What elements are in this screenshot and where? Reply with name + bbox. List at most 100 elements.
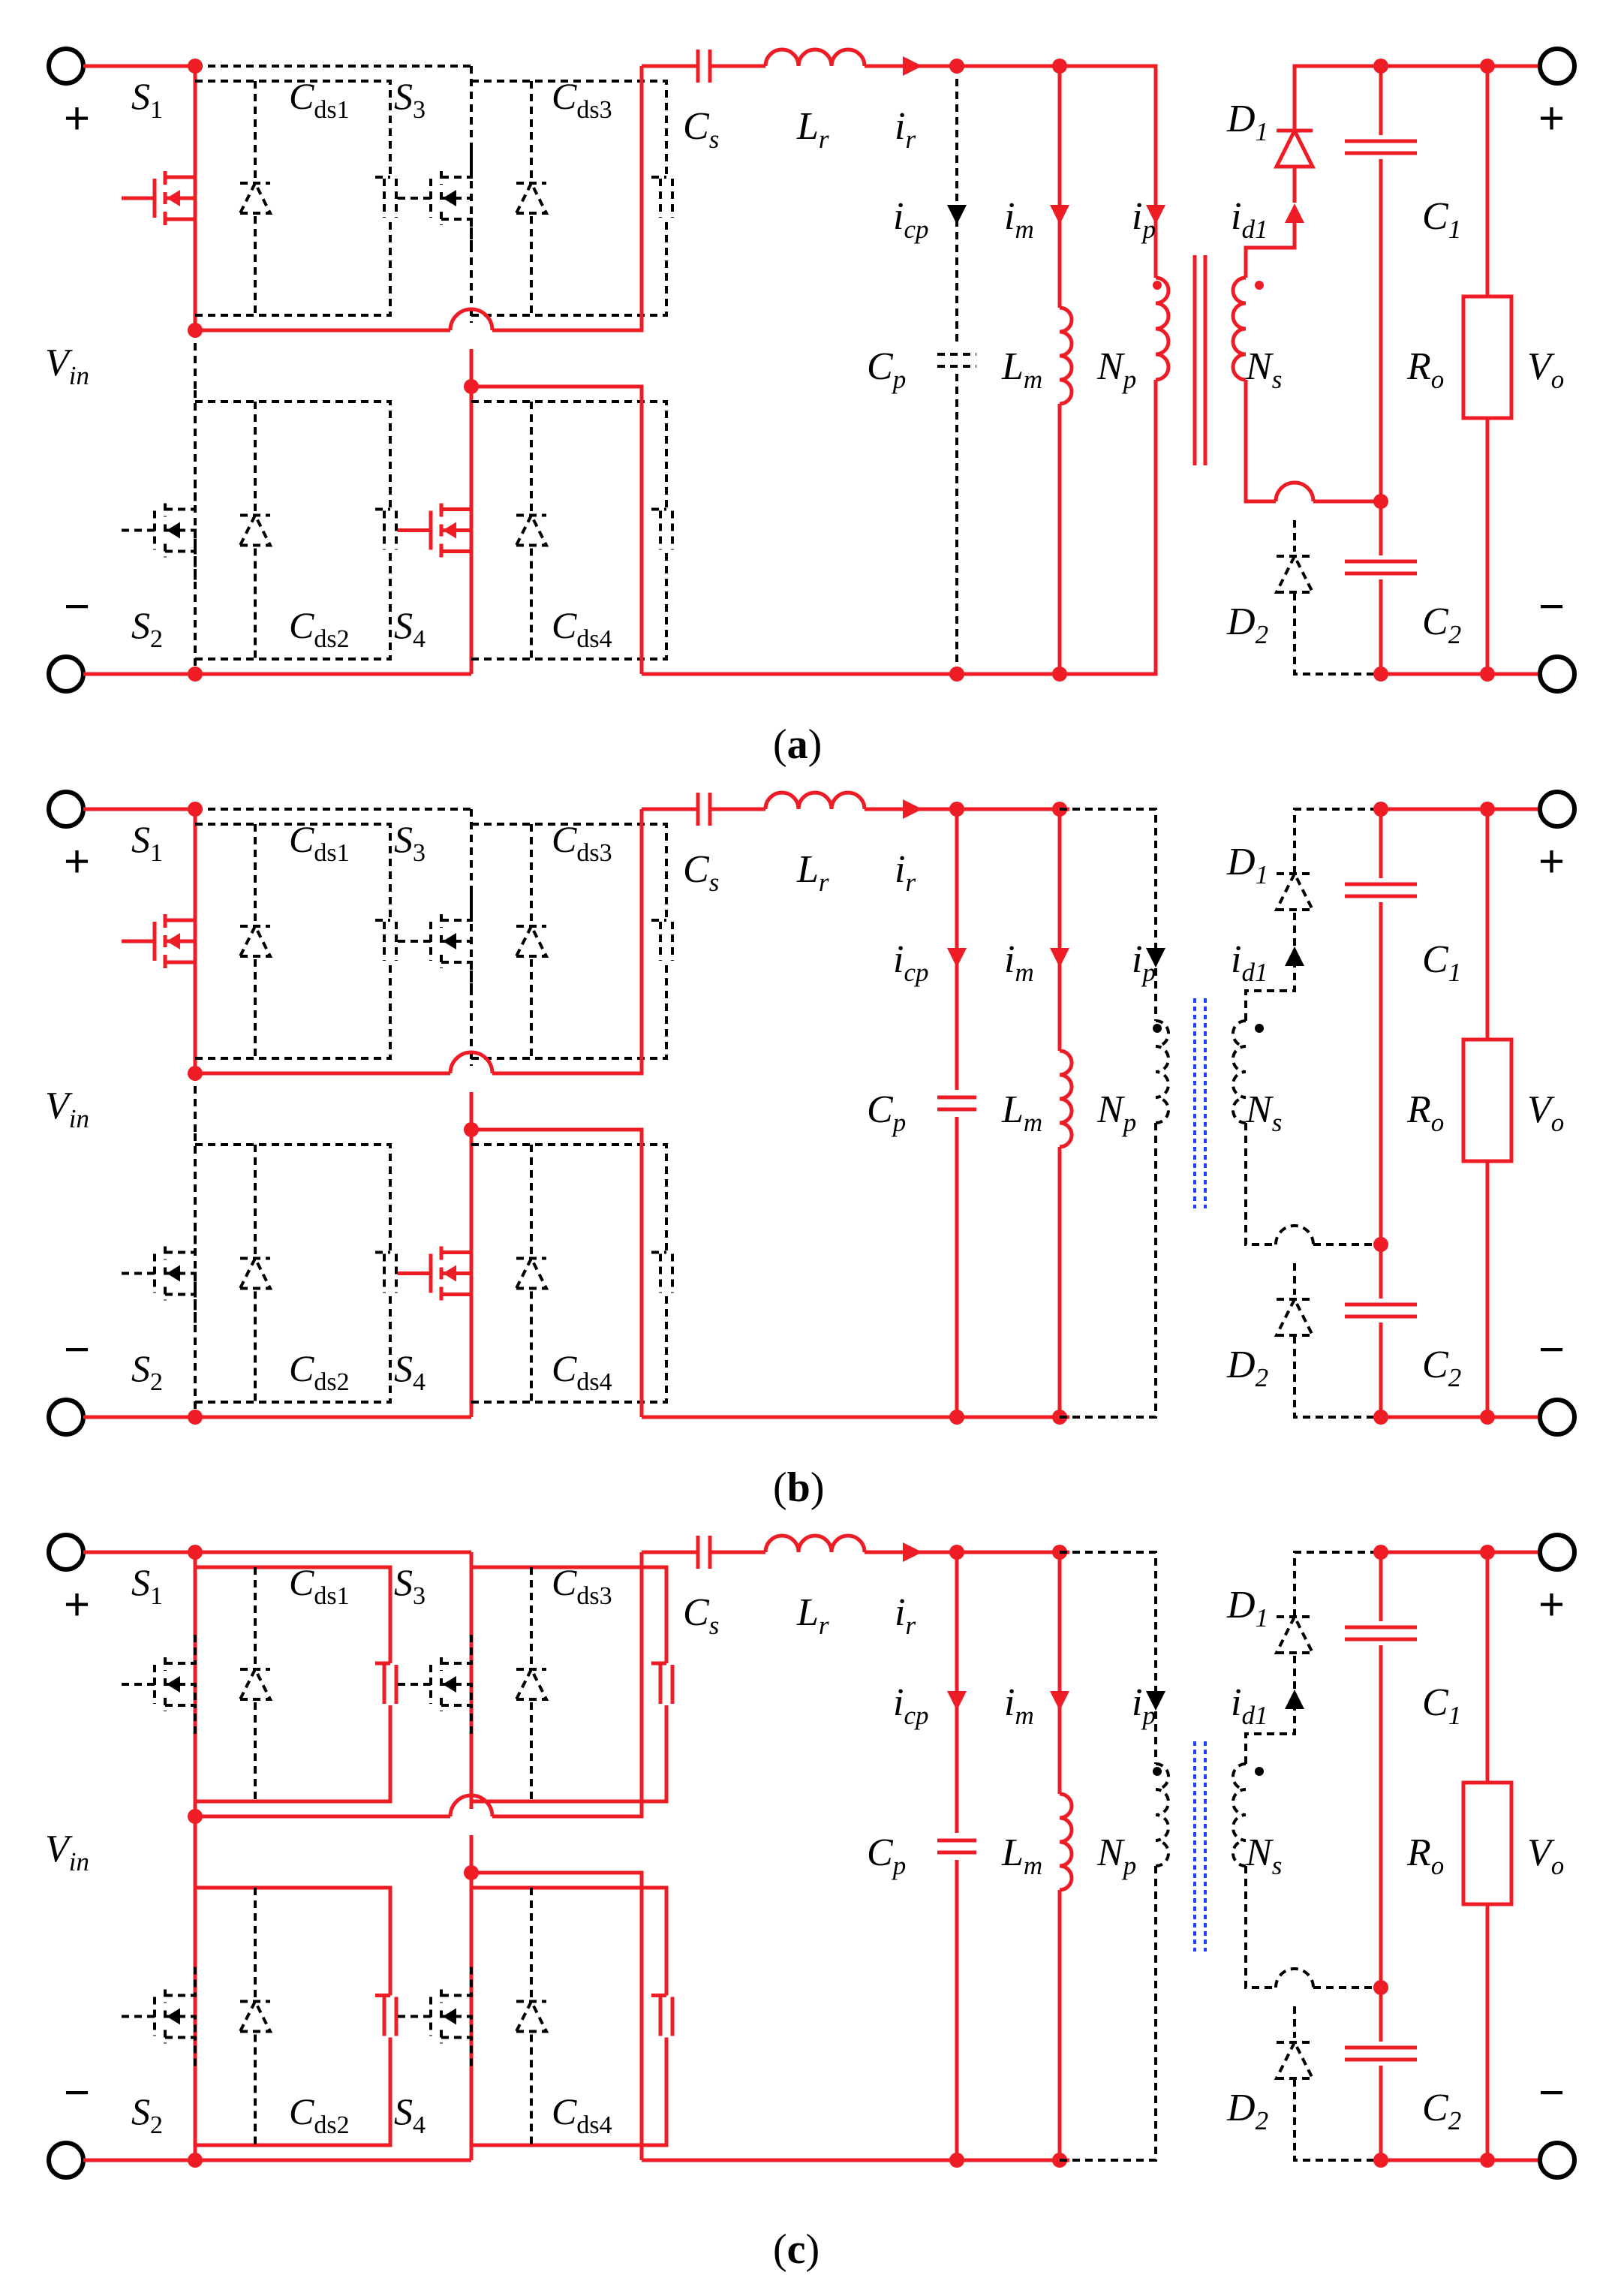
label-subscript: p [1121,1851,1137,1880]
d1-wire [1292,64,1381,131]
diode-body [513,512,549,547]
leg-b-to-tank [471,384,644,674]
d2-wire [1293,2079,1381,2162]
body-leg [441,1683,473,1705]
label-cds2: Cds2 [289,2090,350,2139]
primary-winding [1155,1762,1170,1867]
label-subscript: s [1272,1108,1283,1137]
diode-body [1274,2039,1316,2080]
label-s4: S4 [394,1347,426,1396]
switch-s1 [122,80,398,317]
cds-wire [195,400,392,510]
label-main: i [1132,938,1142,981]
junction-dot [949,667,964,682]
label-subscript: ds3 [576,1582,612,1610]
label-subscript: 2 [1256,1363,1269,1392]
label-cds1: Cds1 [289,75,350,124]
label-id1: id1 [1231,938,1268,987]
label-subscript: o [1551,365,1565,394]
label-main: i [895,1591,905,1634]
plus-sign: + [64,1579,90,1630]
label-subscript: r [905,125,916,154]
label-main: C [683,848,710,891]
body-leg [165,1683,197,1705]
label-main: L [1001,1831,1024,1874]
label-main: R [1406,345,1431,388]
drain-leg [165,479,197,511]
drain-leg [441,1965,473,1997]
junction-dot [188,802,203,817]
label-ro: Ro [1406,1831,1444,1880]
label-cds3: Cds3 [552,818,612,867]
terminal [1538,2141,1577,2180]
diode-body [1274,870,1316,911]
wire-crossover [448,1793,495,1817]
source-leg [165,960,197,992]
source-leg [165,1292,197,1325]
magnetizing-inductor [1059,1792,1074,1892]
diode-body [237,1666,273,1701]
label-main: S [131,1347,150,1389]
label-main: C [867,1088,894,1131]
caption-letter: a [787,721,808,768]
secondary-winding [1231,275,1247,382]
switch-s3 [398,823,674,1060]
label-icp: icp [893,938,929,987]
label-main: C [552,75,577,117]
label-subscript: 1 [1256,117,1269,146]
current-arrow [1285,203,1304,223]
switch-s1 [122,1565,398,1804]
series-inductor [763,790,867,810]
diode-body [237,1255,273,1290]
source-leg [441,218,473,249]
label-subscript: o [1431,1851,1445,1880]
body-arrow [167,933,180,949]
label-subscript: 2 [150,1368,163,1396]
secondary-winding [1232,1019,1247,1124]
label-main: i [893,1681,904,1724]
label-subscript: p [1121,1108,1137,1137]
plus-sign: + [1538,1579,1565,1630]
minus-sign: − [64,581,90,631]
label-main: C [289,1347,314,1389]
leg-a-to-tank [492,66,644,333]
label-s1: S1 [131,818,163,867]
label-subscript: r [905,1611,916,1640]
label-main: S [394,2090,413,2132]
label-id1: id1 [1231,195,1268,244]
label-main: C [683,105,710,148]
current-arrow [1146,1691,1165,1711]
switch-s1 [122,823,398,1060]
label-subscript: m [1024,1108,1042,1137]
label-subscript: p [1140,215,1156,244]
label-subscript: 2 [1256,620,1269,649]
junction-dot [188,1545,203,1560]
label-lm: Lm [1001,1831,1042,1880]
label-subscript: m [1024,365,1042,394]
label-main: i [1132,195,1142,238]
label-subscript: 2 [150,625,163,653]
label-vin: Vin [45,1085,89,1133]
label-main: i [895,848,905,891]
label-main: L [1001,1088,1024,1131]
body-arrow [443,1676,456,1693]
label-main: C [1422,1344,1449,1386]
label-d1: D1 [1226,98,1268,146]
label-main: L [796,105,819,148]
junction-dot [949,1410,964,1425]
label-subscript: ds2 [314,2111,349,2139]
cds-wire [471,2037,669,2147]
label-d1: D1 [1226,1584,1268,1633]
label-subscript: 1 [150,96,163,124]
label-subscript: in [69,361,89,390]
source-leg [441,2036,473,2068]
minus-sign: − [1538,1324,1565,1374]
label-subscript: ds3 [576,839,612,867]
body-leg [165,2015,197,2038]
primary-wire [1060,1123,1157,1419]
label-main: C [289,604,314,646]
label-subscript: s [709,868,720,897]
d1-wire [1293,808,1381,874]
label-np: Np [1096,1088,1136,1137]
